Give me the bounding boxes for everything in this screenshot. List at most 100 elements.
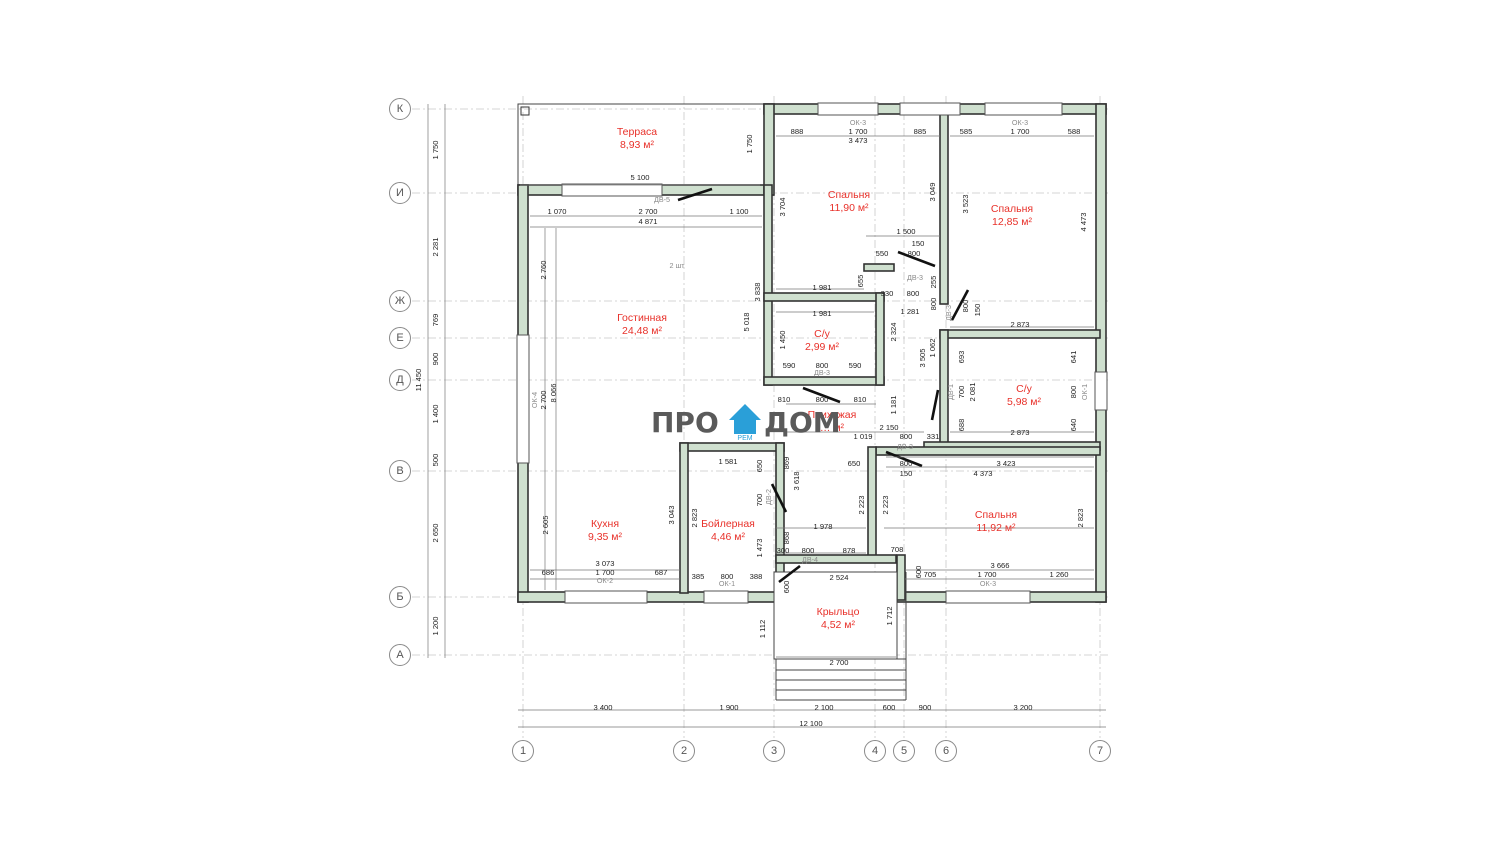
dim-330: 330 xyxy=(881,289,894,298)
dim-1070: 1 070 xyxy=(547,207,566,216)
dim-left-769: 769 xyxy=(431,314,440,327)
dim-bottom-3200: 3 200 xyxy=(1013,703,1032,712)
logo-text-right: ДОМ xyxy=(764,406,841,439)
dim-1260: 1 260 xyxy=(1049,570,1068,579)
dim-300: 300 xyxy=(777,546,790,555)
dim-800e: 800 xyxy=(900,432,913,441)
dim-v-4473: 4 473 xyxy=(1079,212,1088,231)
room-porch-name: Крыльцо xyxy=(817,606,860,618)
dim-800b: 800 xyxy=(907,289,920,298)
dim-v-2081: 2 081 xyxy=(968,382,977,401)
door-dv3-bedroom3 xyxy=(885,450,923,468)
windows xyxy=(516,102,1108,604)
mark-ok1-b: ОК-1 xyxy=(1080,384,1089,400)
mark-ok4: ОК-4 xyxy=(530,392,539,408)
dim-800c: 800 xyxy=(816,361,829,370)
dim-385: 385 xyxy=(692,572,705,581)
room-hall-name: Прихожая xyxy=(808,409,857,421)
dim-v-693: 693 xyxy=(957,351,966,364)
dim-v-3618: 3 618 xyxy=(792,471,801,490)
dim-650a: 650 xyxy=(848,459,861,468)
dim-2150: 2 150 xyxy=(879,423,898,432)
dim-810b: 810 xyxy=(854,395,867,404)
dim-1019: 1 019 xyxy=(853,432,872,441)
dim-800d: 800 xyxy=(816,395,829,404)
dim-left-11450: 11 450 xyxy=(414,369,423,392)
dim-v-641: 641 xyxy=(1069,351,1078,364)
dim-left-500: 500 xyxy=(431,454,440,467)
vertical-dimensions: 1 750 3 704 3 049 3 523 4 473 2 760 3 83… xyxy=(539,134,1088,638)
dim-left-2650: 2 650 xyxy=(431,523,440,542)
dim-1281: 1 281 xyxy=(900,307,919,316)
dim-bottom-600: 600 xyxy=(883,703,896,712)
dim-705: 705 xyxy=(924,570,937,579)
door-dv3-wc xyxy=(802,386,841,404)
door-dv2 xyxy=(770,483,788,513)
dim-v-688: 688 xyxy=(957,419,966,432)
room-wc1-area: 2,99 м² xyxy=(805,341,840,353)
window-ok3-bottom xyxy=(945,590,1031,604)
room-bedroom2-name: Спальня xyxy=(991,203,1033,215)
dim-5100: 5 100 xyxy=(630,173,649,182)
row-axis-bubbles: К И Ж Е Д В Б А xyxy=(389,98,411,666)
dim-v-800a: 800 xyxy=(929,298,938,311)
dim-585: 585 xyxy=(960,127,973,136)
mark-dv3-a: ДВ-3 xyxy=(907,273,923,282)
dim-v-2700: 2 700 xyxy=(539,390,548,409)
dim-v-150: 150 xyxy=(973,304,982,317)
post-icon xyxy=(520,106,530,116)
dim-800a: 800 xyxy=(908,249,921,258)
window-ok3-left xyxy=(817,102,879,116)
inner-dimension-lines xyxy=(520,135,1094,658)
dim-1581: 1 581 xyxy=(718,457,737,466)
room-kitchen-area: 9,35 м² xyxy=(588,531,623,543)
room-bedroom1-area: 11,90 м² xyxy=(829,202,869,214)
logo-sub: РЕМ xyxy=(737,435,752,442)
room-kitchen-name: Кухня xyxy=(591,518,619,530)
door-dv1 xyxy=(930,389,940,421)
dim-878: 878 xyxy=(843,546,856,555)
dim-v-3049: 3 049 xyxy=(928,182,937,201)
dim-708: 708 xyxy=(891,545,904,554)
mark-dv3-b: ДВ-3 xyxy=(814,368,830,377)
dim-1700d: 1 700 xyxy=(977,570,996,579)
dim-v-2223a: 2 223 xyxy=(857,495,866,514)
dim-331: 331 xyxy=(927,432,940,441)
window-ok1-boiler xyxy=(703,590,749,604)
dim-2700b: 2 700 xyxy=(829,658,848,667)
axis-row-A: А xyxy=(396,649,404,661)
mark-dv1: ДВ-1 xyxy=(946,384,955,400)
room-hall-area: … м² xyxy=(820,422,845,434)
mark-ok3-b: ОК-3 xyxy=(1012,118,1028,127)
house-icon xyxy=(729,404,761,434)
mark-ok3-c: ОК-3 xyxy=(980,579,996,588)
dim-v-1112: 1 112 xyxy=(758,620,767,638)
dim-v-2760: 2 760 xyxy=(539,260,548,279)
interior-walls xyxy=(679,113,1101,601)
dim-1100: 1 100 xyxy=(729,207,748,216)
dim-2700a: 2 700 xyxy=(638,207,657,216)
dim-v-1712: 1 712 xyxy=(885,606,894,625)
dim-810a: 810 xyxy=(778,395,791,404)
room-bedroom2-area: 12,85 м² xyxy=(992,216,1032,228)
dim-v-800b: 800 xyxy=(1069,386,1078,399)
dim-2873a: 2 873 xyxy=(1010,320,1029,329)
dim-4373: 4 373 xyxy=(973,469,992,478)
dim-v-1181: 1 181 xyxy=(889,395,898,414)
dim-1978: 1 978 xyxy=(813,522,832,531)
window-ok3-right xyxy=(984,102,1063,116)
axis-col-2: 2 xyxy=(681,745,687,757)
dim-687: 687 xyxy=(655,568,668,577)
axis-row-K: К xyxy=(397,103,404,115)
axis-row-Zh: Ж xyxy=(395,295,405,307)
dim-bottom-900: 900 xyxy=(919,703,932,712)
mark-dv3-c: ДВ-3 xyxy=(897,442,913,451)
dim-left-900: 900 xyxy=(431,353,440,366)
dim-v-1750: 1 750 xyxy=(745,134,754,153)
dim-1500: 1 500 xyxy=(896,227,915,236)
mark-dv5: ДВ-5 xyxy=(654,195,670,204)
mark-note: 2 шт xyxy=(669,261,685,270)
dim-590a: 590 xyxy=(783,361,796,370)
dim-1700a: 1 700 xyxy=(848,127,867,136)
